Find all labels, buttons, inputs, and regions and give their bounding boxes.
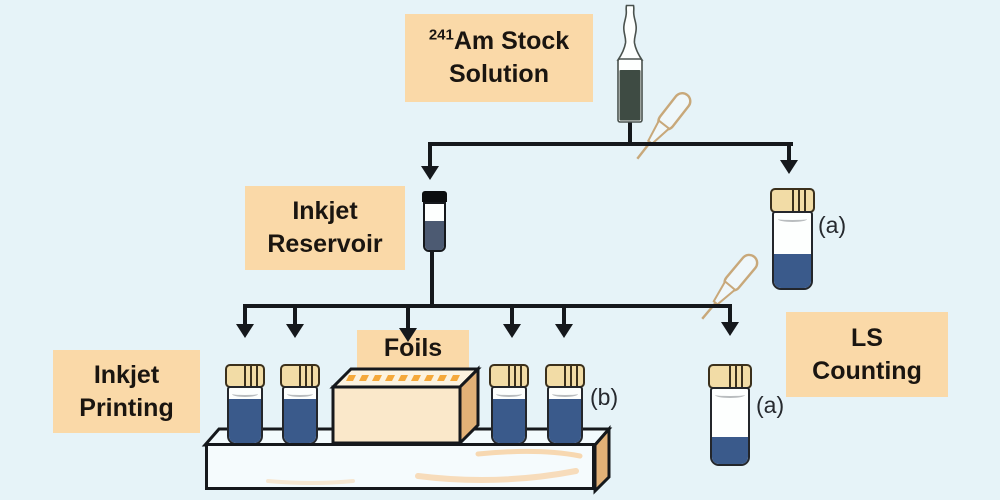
connector-hline-2 [243, 304, 732, 308]
gold-cap-vial-icon [770, 188, 815, 290]
branch-arrow-ls [728, 304, 732, 322]
vial-body [281, 386, 319, 445]
vial-liquid [228, 399, 262, 443]
gold-cap-vial-icon [225, 364, 265, 445]
printing-label-line2: Printing [79, 393, 174, 422]
ampoule-icon [616, 4, 644, 123]
arrow-down-icon [399, 328, 417, 342]
gold-cap-vial-icon [708, 364, 752, 466]
reservoir-label-line1: Inkjet [292, 197, 358, 225]
branch-arrow-4 [510, 304, 514, 324]
vial-cap [225, 364, 265, 388]
vial-body [546, 386, 584, 445]
vial-body [226, 386, 264, 445]
vial-cap [422, 191, 447, 202]
tray-front [205, 443, 595, 490]
arrow-down-icon [236, 324, 254, 338]
vial-cap [280, 364, 320, 388]
node-inkjet-printing: Inkjet Printing [53, 350, 200, 433]
vial-body [490, 386, 528, 445]
vial-liquid [425, 221, 444, 250]
node-am-stock-solution: 241Am Stock Solution [405, 14, 593, 102]
vial-cap [708, 364, 752, 389]
connector-stem-reservoir [430, 252, 434, 308]
foils-box-icon [329, 365, 482, 447]
arrow-down-icon [780, 160, 798, 174]
isotope-superscript: 241 [428, 26, 454, 44]
pipette-icon [701, 253, 759, 320]
node-inkjet-reservoir: Inkjet Reservoir [245, 186, 405, 270]
branch-arrow-1 [243, 304, 247, 324]
branch-arrow-3 [406, 304, 410, 328]
arrow-down-icon [421, 166, 439, 180]
vial-liquid [548, 399, 582, 443]
vial-cap [489, 364, 529, 388]
printing-label-line1: Inkjet [93, 360, 160, 389]
arrow-down-icon [721, 322, 739, 336]
vial-liquid [711, 437, 749, 464]
vial-liquid [492, 399, 526, 443]
vial-cap [545, 364, 585, 388]
arrow-down-icon [503, 324, 521, 338]
branch-arrow-2 [293, 304, 297, 324]
ls-label-line1: LS [851, 323, 883, 352]
connector-varrow-right [787, 142, 791, 160]
vial-liquid [283, 399, 317, 443]
connector-hline-1 [428, 142, 793, 146]
gold-cap-vial-icon [489, 364, 529, 445]
connector-stem-ampoule [628, 119, 632, 146]
stock-label-line2: Solution [449, 60, 549, 88]
tray-smudges [266, 448, 583, 485]
gold-cap-vial-icon [545, 364, 585, 445]
annotation-a-top: (a) [818, 212, 847, 238]
gold-cap-vial-icon [280, 364, 320, 445]
arrow-down-icon [555, 324, 573, 338]
reservoir-label-line2: Reservoir [267, 230, 383, 258]
vial-body [771, 211, 814, 290]
vial-cap [770, 188, 815, 213]
connector-varrow-left [428, 142, 432, 166]
vial-liquid [773, 254, 812, 288]
vial-body [423, 202, 446, 252]
vial-body [709, 387, 751, 466]
arrow-down-icon [286, 324, 304, 338]
annotation-a-bottom: (a) [756, 392, 785, 418]
ls-label-line2: Counting [812, 356, 922, 385]
stock-label-line1: 241Am Stock [428, 26, 570, 55]
reservoir-vial-icon [422, 191, 447, 252]
annotation-b: (b) [590, 384, 619, 410]
foil-dashes [346, 375, 460, 381]
node-ls-counting: LS Counting [786, 312, 948, 397]
branch-arrow-5 [562, 304, 566, 324]
